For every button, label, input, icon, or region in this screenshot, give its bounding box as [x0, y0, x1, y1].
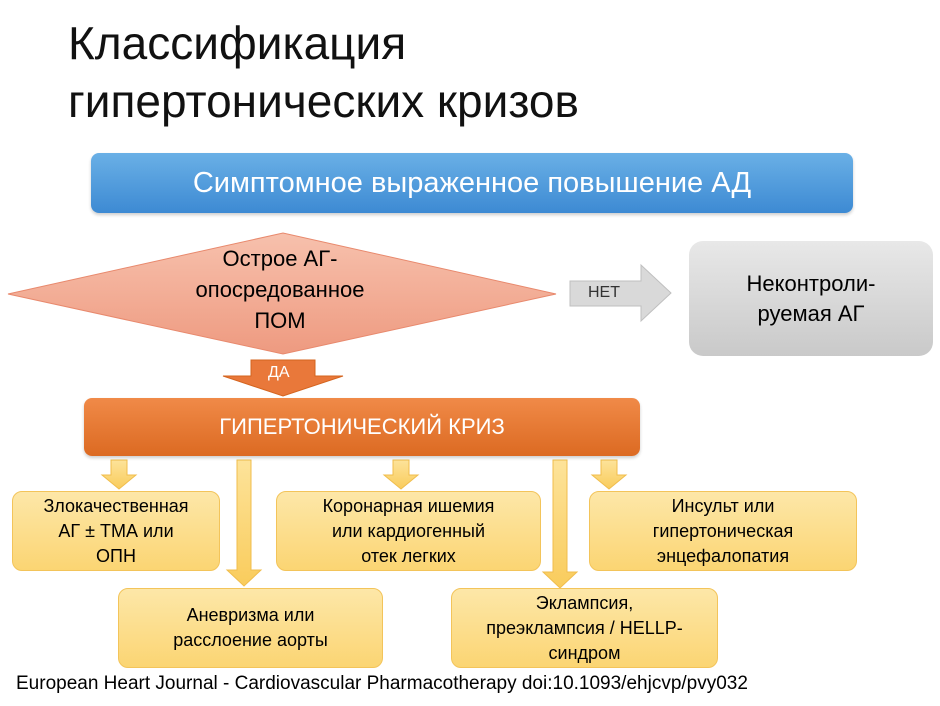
- title-line-1: Классификация: [68, 17, 407, 69]
- decision-diamond: [7, 232, 557, 355]
- down-arrow-malignant: [100, 459, 138, 490]
- outcome-stroke-line-2: гипертоническая: [652, 520, 794, 541]
- down-arrow-aneurysm: [225, 459, 263, 587]
- slide-title: Классификация гипертонических кризов: [68, 14, 579, 130]
- title-line-2: гипертонических кризов: [68, 75, 579, 127]
- outcome-malignant-line-1: Злокачественная: [43, 495, 189, 516]
- outcome-aneurysm-line-2: расслоение аорты: [173, 630, 328, 650]
- uncontrolled-line-2: руемая АГ: [757, 300, 865, 326]
- source-citation: European Heart Journal - Cardiovascular …: [16, 673, 748, 694]
- uncontrolled-hypertension-box: Неконтроли- руемая АГ: [689, 241, 933, 356]
- diamond-line-1: Острое АГ-: [222, 246, 338, 271]
- outcome-coronary: Коронарная ишемия или кардиогенный отек …: [276, 491, 541, 571]
- down-arrow-stroke: [590, 459, 628, 490]
- down-arrow-eclampsia: [541, 459, 579, 589]
- outcome-coronary-line-1: Коронарная ишемия: [322, 495, 495, 516]
- outcome-coronary-line-2: или кардиогенный: [331, 520, 486, 541]
- diamond-line-2: опосредованное: [195, 277, 365, 302]
- outcome-eclampsia: Эклампсия, преэклампсия / HELLP- синдром: [451, 588, 718, 668]
- no-arrow: [569, 263, 672, 323]
- yes-arrow-label: ДА: [268, 364, 290, 381]
- outcome-aneurysm-line-1: Аневризма или: [186, 605, 315, 625]
- hypertensive-crisis-box: ГИПЕРТОНИЧЕСКИЙ КРИЗ: [84, 398, 640, 456]
- outcome-stroke: Инсульт или гипертоническая энцефалопати…: [589, 491, 857, 571]
- outcome-stroke-line-3: энцефалопатия: [656, 545, 790, 566]
- no-arrow-label: НЕТ: [588, 284, 620, 301]
- outcome-eclampsia-line-1: Эклампсия,: [535, 592, 634, 613]
- outcome-eclampsia-line-3: синдром: [548, 642, 621, 663]
- outcome-malignant-line-2: АГ ± ТМА или: [58, 520, 174, 541]
- uncontrolled-line-1: Неконтроли-: [746, 270, 876, 296]
- symptomatic-bp-box: Симптомное выраженное повышение АД: [91, 153, 853, 213]
- diamond-line-3: ПОМ: [254, 308, 306, 333]
- outcome-eclampsia-line-2: преэклампсия / HELLP-: [486, 617, 683, 638]
- outcome-aneurysm: Аневризма или расслоение аорты: [118, 588, 383, 668]
- outcome-malignant: Злокачественная АГ ± ТМА или ОПН: [12, 491, 220, 571]
- outcome-malignant-line-3: ОПН: [96, 545, 136, 566]
- diamond-label: Острое АГ- опосредованное ПОМ: [150, 243, 410, 336]
- down-arrow-coronary: [382, 459, 420, 490]
- outcome-stroke-line-1: Инсульт или: [671, 495, 775, 516]
- yes-arrow: [222, 359, 344, 397]
- outcome-coronary-line-3: отек легких: [361, 545, 456, 566]
